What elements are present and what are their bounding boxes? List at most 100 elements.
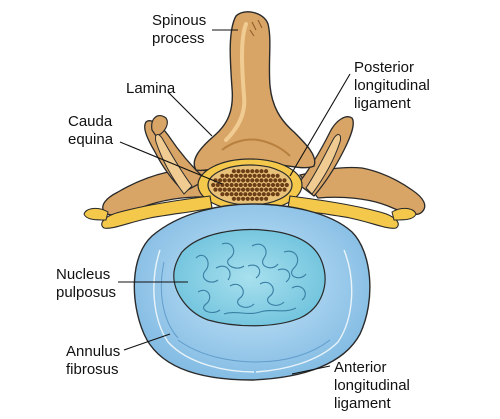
nerve-root-fiber: [234, 192, 239, 197]
nerve-root-fiber: [236, 196, 241, 201]
nerve-root-fiber: [282, 187, 287, 192]
nerve-root-fiber: [250, 178, 255, 183]
nerve-root-fiber: [259, 178, 264, 183]
leader-posterior-ligament: [289, 73, 351, 177]
label-lamina: Lamina: [126, 80, 176, 97]
label-annulus-fibrosus: Annulus fibrosus: [66, 343, 124, 378]
nerve-root-fiber: [229, 182, 234, 188]
nerve-root-fiber: [257, 182, 262, 188]
nerve-root-fiber: [234, 173, 239, 178]
nerve-roots: [83, 195, 417, 229]
nerve-root-fiber: [273, 187, 278, 192]
nerve-root-fiber: [277, 178, 282, 183]
nerve-root-fiber: [227, 178, 232, 183]
nucleus-pulposus-shape: [173, 228, 326, 327]
nerve-root-fiber: [268, 178, 273, 183]
nerve-root-fiber: [241, 169, 246, 174]
nerve-root-fiber: [213, 187, 218, 192]
nerve-root-fiber: [264, 196, 269, 201]
nerve-root-fiber: [231, 187, 236, 192]
nerve-root-fiber: [229, 173, 234, 178]
nerve-root-fiber: [241, 196, 246, 201]
nerve-root-fiber: [266, 182, 271, 188]
nerve-root-fiber: [264, 169, 269, 174]
nerve-root-fiber: [234, 182, 239, 188]
nerve-root-fiber: [231, 178, 236, 183]
nerve-root-fiber: [250, 187, 255, 192]
nerve-root-fiber: [254, 169, 259, 174]
nerve-root-fiber: [261, 173, 266, 178]
nerve-root-fiber: [270, 182, 276, 188]
nerve-root-fiber: [266, 173, 271, 178]
nerve-root-fiber: [231, 196, 236, 201]
spinous-process-highlight: [224, 22, 248, 142]
nerve-root-fiber: [252, 182, 257, 188]
nerve-root-fiber: [273, 178, 278, 183]
nerve-root-fiber: [238, 192, 243, 197]
nerve-root-fiber: [284, 182, 289, 188]
nerve-root-fiber: [261, 182, 266, 188]
nerve-root-fiber: [243, 192, 248, 197]
leader-cauda-equina: [119, 141, 223, 185]
nerve-root-fiber: [252, 192, 257, 197]
nerve-root-fiber: [220, 192, 225, 197]
cauda-equina-bundle: [207, 164, 293, 206]
cauda-equina-roots: [211, 169, 289, 201]
vertebral-arch: [102, 11, 426, 216]
nerve-root-fiber: [254, 178, 259, 183]
nerve-root-fiber: [275, 173, 280, 178]
nerve-root-fiber: [215, 182, 220, 188]
annulus-lamella-3: [177, 339, 331, 363]
nerve-root-fiber: [236, 187, 241, 192]
nerve-root-fiber: [259, 187, 264, 192]
nerve-root-fiber: [224, 192, 230, 197]
nerve-root-fiber: [257, 173, 262, 178]
nerve-root-fiber: [268, 187, 273, 192]
right-articular-surface: [305, 134, 341, 195]
label-spinous-process: Spinous process: [152, 12, 210, 47]
nerve-root-fiber: [280, 182, 285, 188]
nerve-root-fiber: [245, 169, 250, 174]
nerve-root-fiber: [247, 192, 253, 197]
nerve-root-fiber: [275, 182, 280, 188]
right-transverse-process: [298, 166, 426, 216]
nerve-root-fiber: [245, 187, 250, 192]
label-nucleus-pulposus: Nucleus pulposus: [56, 266, 116, 301]
nerve-root-fiber: [243, 173, 248, 178]
nerve-root-fiber: [238, 173, 243, 178]
left-nerve-root: [101, 195, 213, 229]
label-cauda-equina: Cauda equina: [68, 113, 116, 148]
nerve-root-fiber: [245, 178, 250, 183]
annulus-lamella-2: [255, 249, 353, 373]
nerve-root-fiber: [247, 173, 253, 178]
lamina-shadow: [221, 138, 291, 157]
nerve-root-fiber: [270, 192, 276, 197]
nerve-root-fiber: [282, 178, 287, 183]
nerve-root-fiber: [220, 173, 225, 178]
leader-lines: [118, 29, 351, 375]
right-nerve-root: [287, 195, 399, 229]
nerve-root-fiber: [231, 169, 236, 174]
leader-annulus-fibrosus: [123, 333, 171, 351]
nerve-root-fiber: [275, 192, 280, 197]
nerve-root-fiber: [259, 169, 264, 174]
left-nerve-branch: [83, 207, 109, 221]
nerve-root-fiber: [270, 173, 276, 178]
leader-lamina: [167, 91, 213, 137]
nerve-root-fiber: [211, 182, 216, 188]
label-posterior-longitudinal-ligament: Posterior longitudinal ligament: [354, 59, 434, 112]
left-articular-tip: [151, 115, 168, 137]
annulus-lamella-1: [153, 249, 255, 373]
nerve-root-fiber: [222, 187, 227, 192]
nerve-root-fiber: [254, 187, 259, 192]
annulus-lamella-4: [160, 261, 179, 339]
nerve-root-fiber: [261, 192, 266, 197]
nerve-root-fiber: [277, 187, 282, 192]
nerve-root-fiber: [241, 187, 246, 192]
nerve-root-fiber: [264, 178, 269, 183]
spinous-process-shape: [193, 11, 316, 172]
nerve-root-fiber: [259, 196, 264, 201]
intervertebral-disc: [133, 203, 371, 381]
nerve-root-fiber: [236, 169, 241, 174]
label-anterior-longitudinal-ligament: Anterior longitudinal ligament: [334, 359, 414, 412]
